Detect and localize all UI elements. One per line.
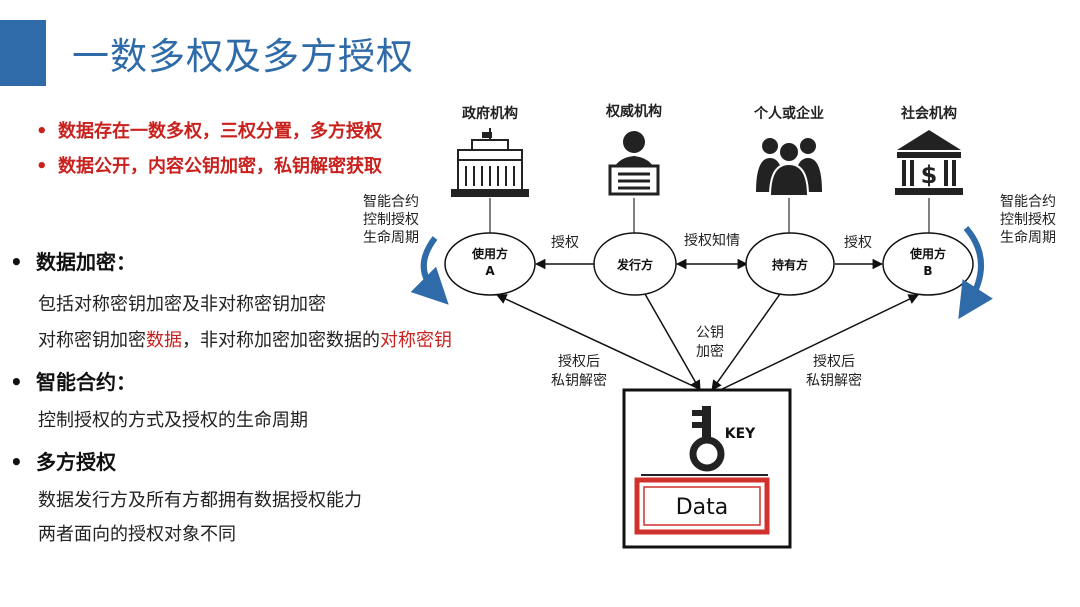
section-heading-smart-contract: • 智能合约：: [10, 366, 136, 395]
entity-label-government: 政府机构: [462, 105, 518, 122]
government-building-icon: [451, 128, 529, 197]
arrow-data-to-user-b: [715, 294, 919, 393]
bullet-dot: •: [10, 370, 23, 394]
key-label: KEY: [725, 426, 756, 442]
node-label: 使用方: [471, 246, 508, 261]
entity-label-social: 社会机构: [900, 105, 957, 122]
section-heading-multi-auth: • 多方授权: [10, 446, 116, 475]
edge-label-after-auth-left: 授权后: [558, 354, 600, 370]
people-group-icon: [756, 138, 822, 197]
data-container-box: KEY Data: [622, 388, 792, 549]
red-bullet-1: • 数据存在一数多权，三权分置，多方授权: [36, 117, 382, 143]
red-bullet-text: 数据存在一数多权，三权分置，多方授权: [58, 121, 382, 142]
arrow-holder-to-data: [711, 293, 781, 391]
arrow-issuer-to-data: [644, 293, 701, 391]
node-issuer: 发行方: [593, 232, 677, 296]
encryption-line-2: 对称密钥加密数据，非对称加密加密数据的对称密钥: [38, 326, 452, 352]
bank-building-icon: $: [895, 130, 963, 195]
edge-label-private-decrypt-right: 私钥解密: [806, 372, 862, 389]
section-heading-text: 数据加密：: [36, 250, 136, 274]
contract-right-line: 智能合约: [1000, 194, 1056, 210]
smart-contract-right: 智能合约 控制授权 生命周期: [958, 194, 1056, 320]
node-sublabel: A: [485, 264, 495, 278]
edge-label-authorize-right: 授权: [844, 235, 872, 251]
data-label: Data: [676, 495, 729, 520]
smart-contract-line-1: 控制授权的方式及授权的生命周期: [38, 410, 308, 431]
encryption-line-1: 包括对称密钥加密及非对称密钥加密: [38, 294, 326, 315]
edge-label-after-auth-right: 授权后: [813, 354, 855, 370]
section-heading-text: 智能合约：: [36, 370, 136, 394]
entity-label-authority: 权威机构: [605, 103, 662, 120]
node-label: 发行方: [616, 257, 653, 272]
edge-label-public-key: 公钥: [696, 325, 724, 341]
node-sublabel: B: [923, 264, 932, 278]
plain-text: 对称密钥加密: [38, 330, 146, 351]
highlight-text: 对称密钥: [380, 330, 452, 351]
node-user-b: 使用方 B: [882, 232, 974, 296]
red-bullet-text: 数据公开，内容公钥加密，私钥解密获取: [58, 156, 382, 177]
node-holder: 持有方: [745, 232, 835, 296]
page-title: 一数多权及多方授权: [72, 35, 414, 78]
bullet-dot: •: [36, 121, 48, 142]
dollar-sign-glyph: $: [921, 161, 938, 189]
node-user-a: 使用方 A: [444, 232, 536, 296]
node-label: 使用方: [909, 246, 946, 261]
multi-auth-line-2: 两者面向的授权对象不同: [38, 524, 236, 545]
smart-contract-left: 智能合约 控制授权 生命周期: [363, 194, 449, 305]
bullet-dot: •: [10, 250, 23, 274]
key-icon: [689, 406, 725, 472]
entity-label-person-enterprise: 个人或企业: [753, 105, 824, 122]
contract-right-line: 控制授权: [1000, 212, 1056, 228]
multi-auth-line-1: 数据发行方及所有方都拥有数据授权能力: [38, 490, 362, 511]
edge-label-authorize-left: 授权: [551, 235, 579, 251]
edge-label-encrypt: 加密: [696, 343, 724, 360]
bullet-dot: •: [36, 156, 48, 177]
edge-label-authorize-notify: 授权知情: [684, 232, 740, 249]
section-heading-text: 多方授权: [36, 450, 116, 474]
plain-text: ，非对称加密加密数据的: [182, 330, 380, 351]
contract-left-line: 生命周期: [363, 229, 419, 246]
red-bullet-2: • 数据公开，内容公钥加密，私钥解密获取: [36, 152, 382, 178]
highlight-text: 数据: [146, 330, 182, 351]
contract-left-line: 智能合约: [363, 194, 419, 210]
arrow-data-to-user-a: [496, 294, 707, 393]
node-label: 持有方: [772, 257, 808, 272]
contract-left-line: 控制授权: [363, 212, 419, 228]
cycle-arrow-icon: [958, 226, 993, 320]
section-heading-encryption: • 数据加密：: [10, 246, 136, 275]
bullet-dot: •: [10, 450, 23, 474]
edge-label-private-decrypt-left: 私钥解密: [551, 372, 607, 389]
contract-right-line: 生命周期: [1000, 229, 1056, 246]
cycle-arrow-icon: [410, 236, 449, 305]
title-accent-bar: [0, 20, 46, 86]
authority-person-icon: [608, 131, 660, 196]
